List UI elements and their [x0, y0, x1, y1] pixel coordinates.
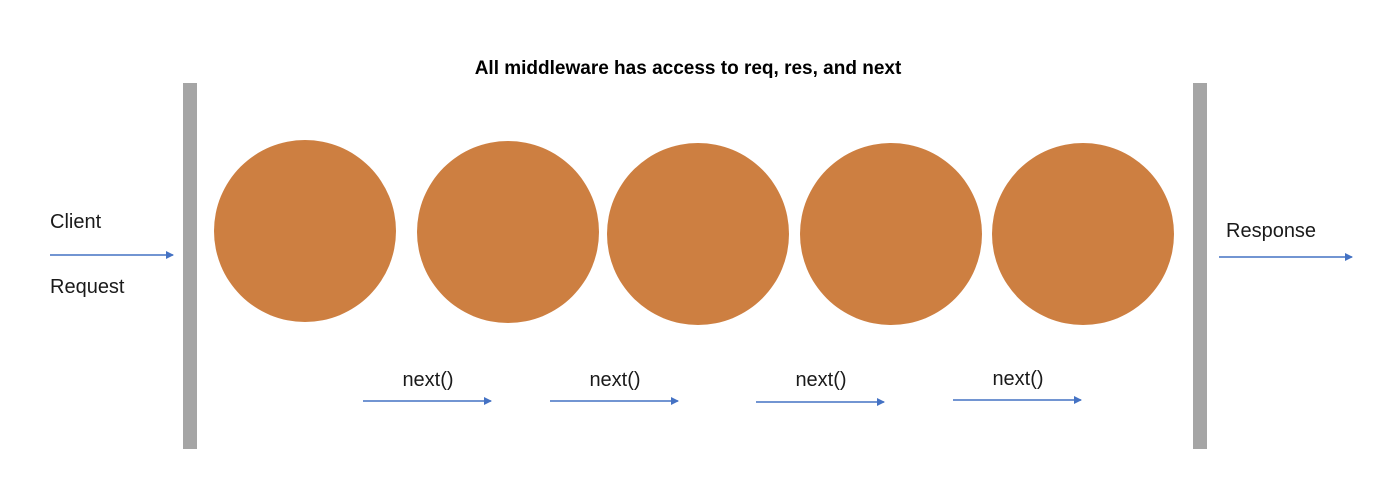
next-label-4: next() — [992, 368, 1044, 390]
middleware-circle-1 — [214, 140, 396, 322]
request-barrier — [183, 83, 197, 449]
middleware-circle-3 — [607, 143, 789, 325]
client-label: Client — [50, 211, 102, 233]
next-label-3: next() — [795, 369, 847, 391]
response-barrier — [1193, 83, 1207, 449]
middleware-circle-4 — [800, 143, 982, 325]
middleware-circle-5 — [992, 143, 1174, 325]
request-label: Request — [50, 276, 125, 298]
next-label-2: next() — [589, 369, 641, 391]
next-label-1: next() — [402, 369, 454, 391]
response-label: Response — [1226, 220, 1317, 242]
diagram-title: All middleware has access to req, res, a… — [474, 58, 902, 79]
middleware-circle-2 — [417, 141, 599, 323]
